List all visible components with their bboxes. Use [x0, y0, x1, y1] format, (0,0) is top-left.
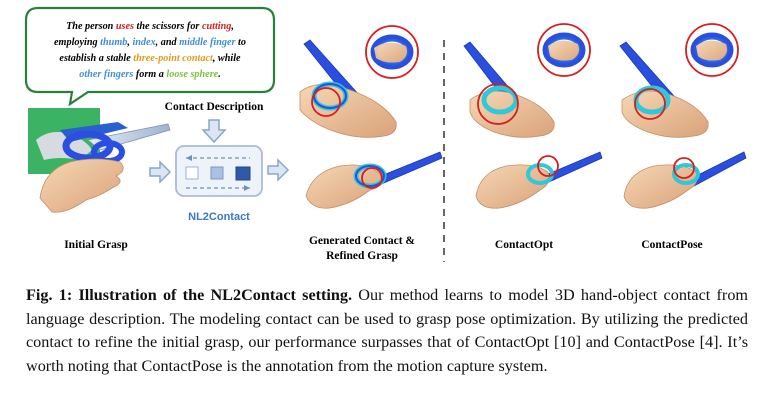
bubble-line-1: The person uses the scissors for cutting…	[66, 21, 234, 32]
label-contactopt: ContactOpt	[495, 239, 553, 251]
caption-lead: Fig. 1: Illustration of the NL2Contact s…	[26, 286, 353, 304]
arrow-down-description	[201, 119, 227, 144]
contactopt-bottom	[475, 151, 603, 209]
label-generated-line1: Generated Contact &	[309, 235, 415, 247]
generated-contact-top	[299, 25, 419, 138]
label-contactpose: ContactPose	[641, 239, 702, 251]
caption-body: Our method learns to model 3D hand-objec…	[26, 286, 748, 375]
initial-grasp-render	[39, 123, 171, 213]
contactpose-bottom	[623, 151, 747, 209]
arrow-to-generated	[267, 158, 290, 182]
arrow-to-nl2contact	[149, 160, 172, 184]
contactopt-top	[463, 23, 591, 138]
label-contact-description: Contact Description	[165, 101, 264, 113]
figure-caption: Fig. 1: Illustration of the NL2Contact s…	[26, 284, 748, 378]
bubble-line-2: employing thumb, index, and middle finge…	[54, 37, 246, 48]
label-initial-grasp: Initial Grasp	[64, 239, 128, 251]
nl2contact-module	[175, 145, 263, 197]
generated-contact-bottom	[305, 151, 443, 209]
bubble-line-4: other fingers form a loose sphere.	[79, 69, 221, 80]
contactpose-top	[619, 23, 739, 138]
label-nl2contact: NL2Contact	[188, 211, 250, 223]
description-bubble: The person uses the scissors for cutting…	[24, 6, 276, 107]
label-generated-line2: Refined Grasp	[326, 250, 398, 262]
bubble-line-3: establish a stable three-point contact, …	[59, 53, 241, 64]
figure-illustration: The person uses the scissors for cutting…	[24, 6, 747, 262]
